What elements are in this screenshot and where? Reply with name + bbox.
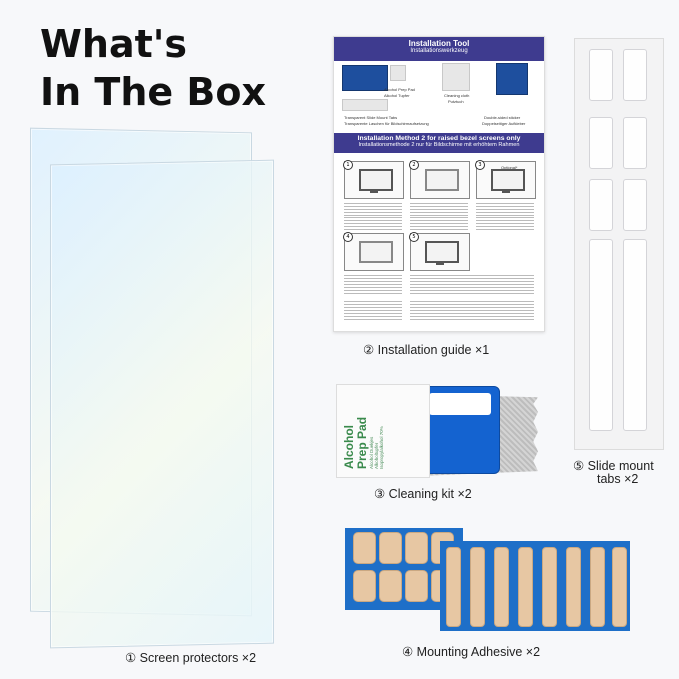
guide-step-2: 2 (409, 160, 470, 199)
caption-screen-protectors: ① Screen protectors ×2 (125, 651, 257, 665)
guide-step-3-text-de (476, 217, 534, 231)
prep-pad-title-2: Prep Pad (355, 416, 369, 469)
prep-pad-small-3: Isopropylalkohol 70% (379, 426, 384, 469)
guide-step-2-text-de (410, 217, 468, 231)
step-number-icon: 5 (409, 232, 419, 242)
guide-step-3: 3 Optional* (475, 160, 536, 199)
guide-step-1: 1 (343, 160, 404, 199)
guide-step-5: 5 (409, 232, 470, 271)
slide-tab (589, 179, 613, 231)
guide-sticker-label-de: Doppelseitiger Aufkleber (482, 121, 526, 126)
guide-cloth-label-de: Putztuch (448, 99, 464, 104)
adhesive-pad (405, 532, 428, 564)
adhesive-strip (518, 547, 533, 627)
guide-prep-label-de: Alkohol Tupfer (384, 93, 410, 98)
adhesive-pad (379, 532, 402, 564)
guide-step-5-text (410, 275, 534, 295)
adhesive-strip (590, 547, 605, 627)
guide-tab-strip-icon (342, 99, 388, 111)
caption-slide-mount-line2: tabs ×2 (597, 472, 639, 486)
monitor-stand-icon (436, 262, 444, 265)
guide-slide-tab-icon (342, 65, 388, 91)
guide-title: Installation Tool (408, 39, 470, 48)
guide-step-3-text (476, 203, 534, 217)
slide-tab (623, 49, 647, 101)
guide-prep-label: Alcohol Prep Pad (384, 87, 415, 92)
caption-mounting-adhesive: ④ Mounting Adhesive ×2 (402, 645, 541, 659)
monitor-icon (425, 241, 459, 263)
guide-method-subtitle: Installationsmethode 2 nur für Bildschir… (358, 142, 520, 148)
slide-tab (623, 179, 647, 231)
guide-slide-label-de: Transparente Laschen für Bildschirmaufse… (344, 121, 429, 126)
slide-tab-long (589, 239, 613, 431)
guide-prep-pad-icon (390, 65, 406, 81)
adhesive-strip (542, 547, 557, 627)
guide-step-4-text (344, 275, 402, 295)
headline: What's In The Box (40, 20, 266, 116)
slide-tab (589, 49, 613, 101)
step-number-icon: 3 (475, 160, 485, 170)
guide-step-1-text (344, 203, 402, 217)
caption-installation-guide: ② Installation guide ×1 (363, 343, 490, 357)
monitor-icon (359, 169, 393, 191)
guide-subtitle: Installationswerkzeug (410, 48, 468, 54)
caption-slide-mount: ⑤ Slide mount (573, 459, 654, 473)
guide-sticker-label: Double-sided sticker (484, 115, 521, 120)
adhesive-pad (405, 570, 428, 602)
guide-method-title: Installation Method 2 for raised bezel s… (357, 135, 521, 142)
hand-peel-icon (425, 169, 459, 191)
step-number-icon: 4 (343, 232, 353, 242)
slide-tab (589, 117, 613, 169)
adhesive-strip (566, 547, 581, 627)
guide-slide-label: Transparent Slide Mount Tabs (344, 115, 398, 120)
guide-step-2-text (410, 203, 468, 217)
guide-step-4: 4 (343, 232, 404, 271)
monitor-stand-icon (502, 190, 510, 193)
adhesive-pad (379, 570, 402, 602)
adhesive-pad (353, 570, 376, 602)
adhesive-strip (494, 547, 509, 627)
slide-tab-long (623, 239, 647, 431)
step-number-icon: 2 (409, 160, 419, 170)
hand-press-icon (359, 241, 393, 263)
adhesive-pad (353, 532, 376, 564)
monitor-icon (491, 169, 525, 191)
caption-cleaning-kit: ③ Cleaning kit ×2 (374, 487, 472, 501)
slide-mount-tabs-sheet (574, 38, 664, 450)
guide-method-header: Installation Method 2 for raised bezel s… (334, 133, 544, 153)
adhesive-strip (470, 547, 485, 627)
guide-optional-label: Optional* (501, 165, 518, 170)
guide-cleaning-cloth-icon (442, 63, 470, 91)
squeegee-card (422, 386, 500, 474)
guide-step-5-text-de (410, 301, 534, 321)
prep-pad-text: Alcohol Prep Pad Alcohol Duekjes Alkohol… (342, 416, 384, 469)
guide-step-1-text-de (344, 217, 402, 231)
adhesive-sheet-2 (440, 541, 630, 631)
monitor-stand-icon (370, 190, 378, 193)
guide-sticker-icon (496, 63, 528, 95)
adhesive-strip (446, 547, 461, 627)
headline-line-1: What's (40, 22, 188, 66)
installation-guide-sheet: Installation Tool Installationswerkzeug … (333, 36, 545, 332)
step-number-icon: 1 (343, 160, 353, 170)
screen-protector-front (50, 159, 274, 649)
headline-line-2: In The Box (40, 70, 266, 114)
alcohol-prep-pad: Alcohol Prep Pad Alcohol Duekjes Alkohol… (336, 384, 430, 478)
squeegee-label-area (429, 393, 491, 415)
adhesive-strip (612, 547, 627, 627)
slide-tab (623, 117, 647, 169)
guide-cloth-label: Cleaning cloth (444, 93, 470, 98)
guide-header: Installation Tool Installationswerkzeug (334, 37, 544, 61)
guide-step-4-text-de (344, 301, 402, 321)
